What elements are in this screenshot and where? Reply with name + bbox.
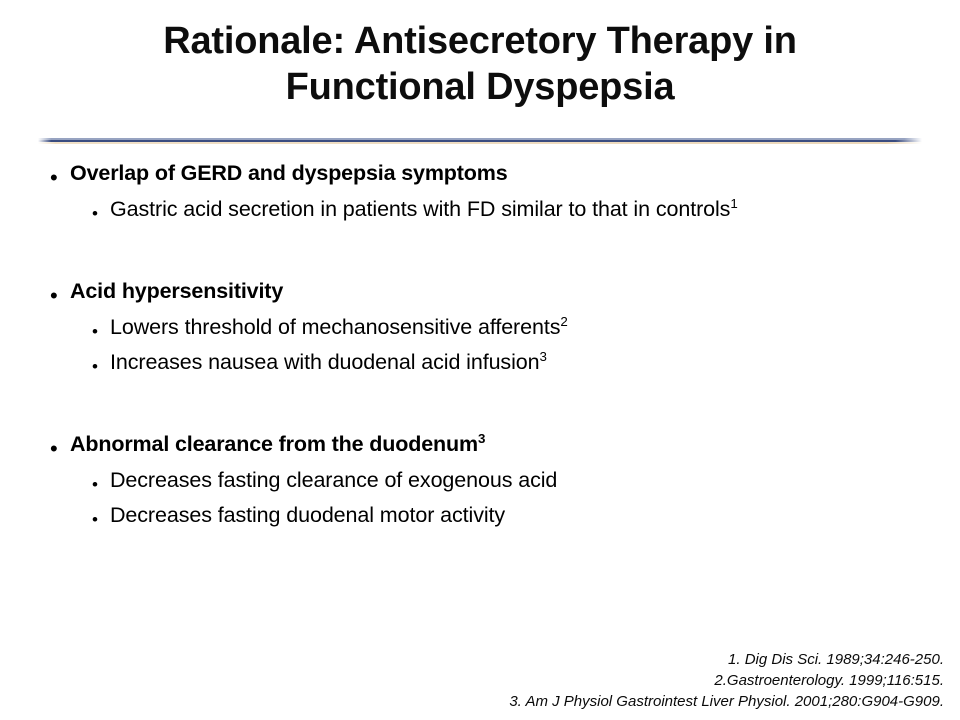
bullet-marker-icon: • [92, 204, 98, 223]
reference-line: 3. Am J Physiol Gastrointest Liver Physi… [509, 693, 944, 710]
list-item: • Lowers threshold of mechanosensitive a… [0, 312, 960, 342]
spacer [0, 377, 960, 429]
list-item: • Abnormal clearance from the duodenum3 [0, 429, 960, 460]
list-item-text: Decreases fasting duodenal motor activit… [110, 500, 960, 530]
bullet-marker-icon: • [92, 510, 98, 529]
list-item: • Overlap of GERD and dyspepsia symptoms [0, 158, 960, 189]
list-item-label: Increases nausea with duodenal acid infu… [110, 350, 540, 374]
title-line-1: Rationale: Antisecretory Therapy in [163, 20, 797, 62]
divider-main-line [38, 140, 922, 142]
bullet-marker-icon: • [92, 322, 98, 341]
bullet-marker-icon: • [50, 283, 58, 308]
reference-superscript: 1 [730, 195, 738, 211]
bullet-list: • Overlap of GERD and dyspepsia symptoms… [0, 158, 960, 530]
list-item: • Acid hypersensitivity [0, 276, 960, 307]
reference-superscript: 3 [477, 430, 486, 446]
list-item-text: Lowers threshold of mechanosensitive aff… [110, 312, 960, 342]
list-item-label: Lowers threshold of mechanosensitive aff… [110, 315, 561, 339]
bullet-marker-icon: • [92, 475, 98, 494]
list-item-text: Gastric acid secretion in patients with … [110, 194, 960, 224]
list-item-text: Acid hypersensitivity [70, 276, 960, 306]
divider-shadow-line [38, 142, 922, 144]
list-item-label: Decreases fasting clearance of exogenous… [110, 468, 558, 492]
title-line-2: Functional Dyspepsia [285, 66, 675, 108]
list-item-label: Abnormal clearance from the duodenum [70, 432, 478, 456]
list-item: • Decreases fasting clearance of exogeno… [0, 465, 960, 495]
list-item-label: Overlap of GERD and dyspepsia symptoms [70, 161, 508, 185]
reference-line: 1. Dig Dis Sci. 1989;34:246-250. [728, 651, 944, 668]
reference-superscript: 2 [560, 313, 568, 329]
list-item-text: Decreases fasting clearance of exogenous… [110, 465, 960, 495]
list-item: • Decreases fasting duodenal motor activ… [0, 500, 960, 530]
list-item-label: Gastric acid secretion in patients with … [110, 197, 731, 221]
references-footer: 1. Dig Dis Sci. 1989;34:246-250. 2.Gastr… [509, 649, 944, 712]
spacer [0, 224, 960, 276]
bullet-marker-icon: • [50, 436, 58, 461]
list-item-label: Decreases fasting duodenal motor activit… [110, 503, 506, 527]
bullet-marker-icon: • [92, 357, 98, 376]
bullet-marker-icon: • [50, 165, 58, 190]
list-item-label: Acid hypersensitivity [70, 279, 284, 303]
list-item-text: Increases nausea with duodenal acid infu… [110, 347, 960, 377]
list-item-text: Abnormal clearance from the duodenum3 [70, 429, 960, 459]
divider-highlight-line [38, 138, 922, 140]
reference-line: 2.Gastroenterology. 1999;116:515. [714, 672, 944, 689]
reference-superscript: 3 [539, 348, 547, 364]
list-item: • Gastric acid secretion in patients wit… [0, 194, 960, 224]
list-item: • Increases nausea with duodenal acid in… [0, 347, 960, 377]
list-item-text: Overlap of GERD and dyspepsia symptoms [70, 158, 960, 188]
title-divider [38, 138, 922, 144]
